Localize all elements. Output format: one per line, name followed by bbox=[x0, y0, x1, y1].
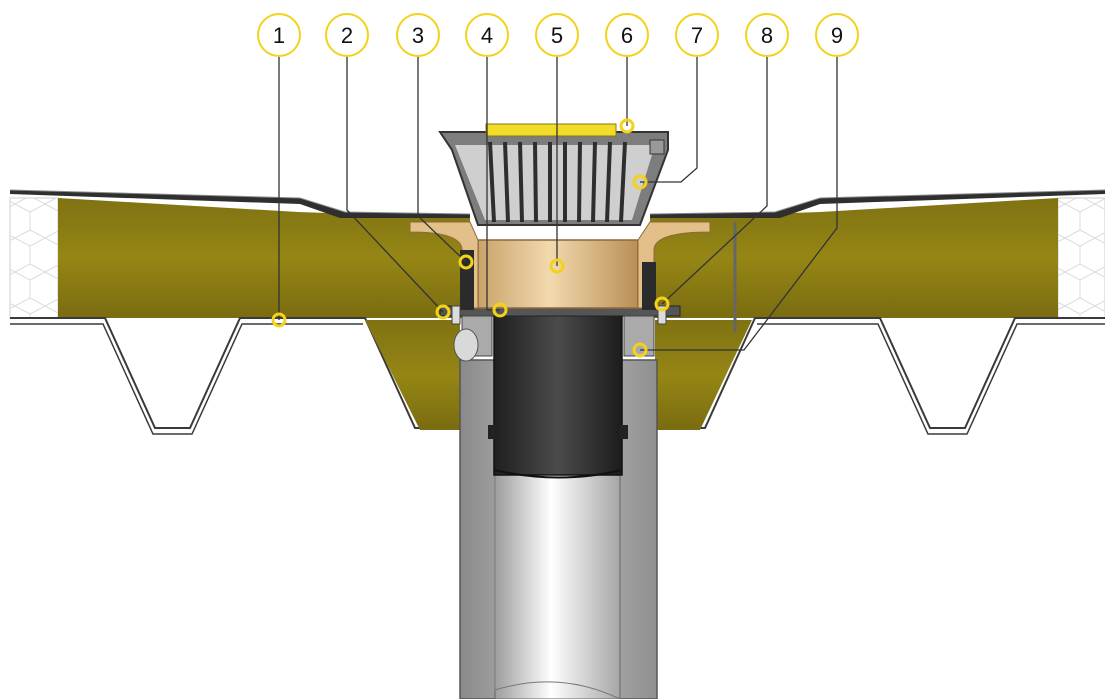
callout-leaders bbox=[278, 56, 838, 351]
callout-number-9: 9 bbox=[831, 23, 843, 48]
callout-number-5: 5 bbox=[551, 23, 563, 48]
callout-badge-3: 3 bbox=[396, 13, 440, 57]
callout-badge-7: 7 bbox=[675, 13, 719, 57]
roof-membrane bbox=[10, 190, 470, 218]
callout-number-8: 8 bbox=[761, 23, 773, 48]
callout-badge-5: 5 bbox=[535, 13, 579, 57]
thermal-insulation-layer bbox=[58, 198, 1058, 318]
drain-body bbox=[477, 239, 639, 309]
callout-badge-6: 6 bbox=[605, 13, 649, 57]
rib-insulation-left bbox=[365, 320, 460, 430]
callout-badge-1: 1 bbox=[257, 13, 301, 57]
callout-badge-9: 9 bbox=[815, 13, 859, 57]
rib-insulation-right bbox=[655, 320, 752, 430]
callout-number-1: 1 bbox=[273, 23, 285, 48]
callout-badge-2: 2 bbox=[325, 13, 369, 57]
callout-number-2: 2 bbox=[341, 23, 353, 48]
callout-number-7: 7 bbox=[691, 23, 703, 48]
down-pipe-inner bbox=[494, 439, 621, 699]
callout-badge-4: 4 bbox=[465, 13, 509, 57]
cover-clamp bbox=[485, 123, 617, 137]
callout-badge-8: 8 bbox=[745, 13, 789, 57]
callout-number-3: 3 bbox=[412, 23, 424, 48]
outlet-pipe bbox=[493, 304, 623, 476]
callout-markers bbox=[271, 118, 670, 358]
callout-number-4: 4 bbox=[481, 23, 493, 48]
callout-number-6: 6 bbox=[621, 23, 633, 48]
